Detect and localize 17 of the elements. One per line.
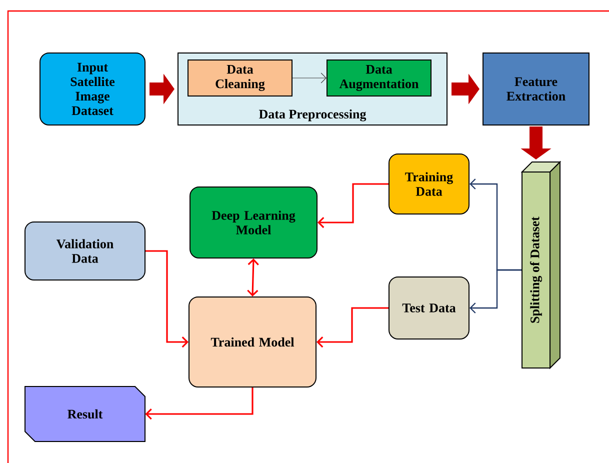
arrow bbox=[292, 72, 326, 84]
rounded-box: Input Satellite Image Dataset bbox=[40, 52, 146, 126]
rounded-box: Deep Learning Model bbox=[190, 186, 318, 258]
result-box: Result bbox=[24, 386, 146, 442]
double-arrow bbox=[247, 258, 259, 296]
arrow bbox=[145, 388, 254, 420]
rounded-box: Trained Model bbox=[188, 296, 316, 388]
rounded-box: Training Data bbox=[388, 154, 470, 214]
process-box: Data Cleaning bbox=[188, 60, 292, 96]
arrow bbox=[318, 183, 388, 228]
rounded-box: Validation Data bbox=[24, 222, 146, 280]
process-box: Feature Extraction bbox=[482, 52, 590, 126]
arrow bbox=[146, 250, 188, 348]
arrow bbox=[316, 307, 388, 348]
rounded-box: Test Data bbox=[388, 276, 470, 340]
arrow bbox=[470, 269, 522, 314]
process-box: Data Augmentation bbox=[326, 60, 432, 96]
